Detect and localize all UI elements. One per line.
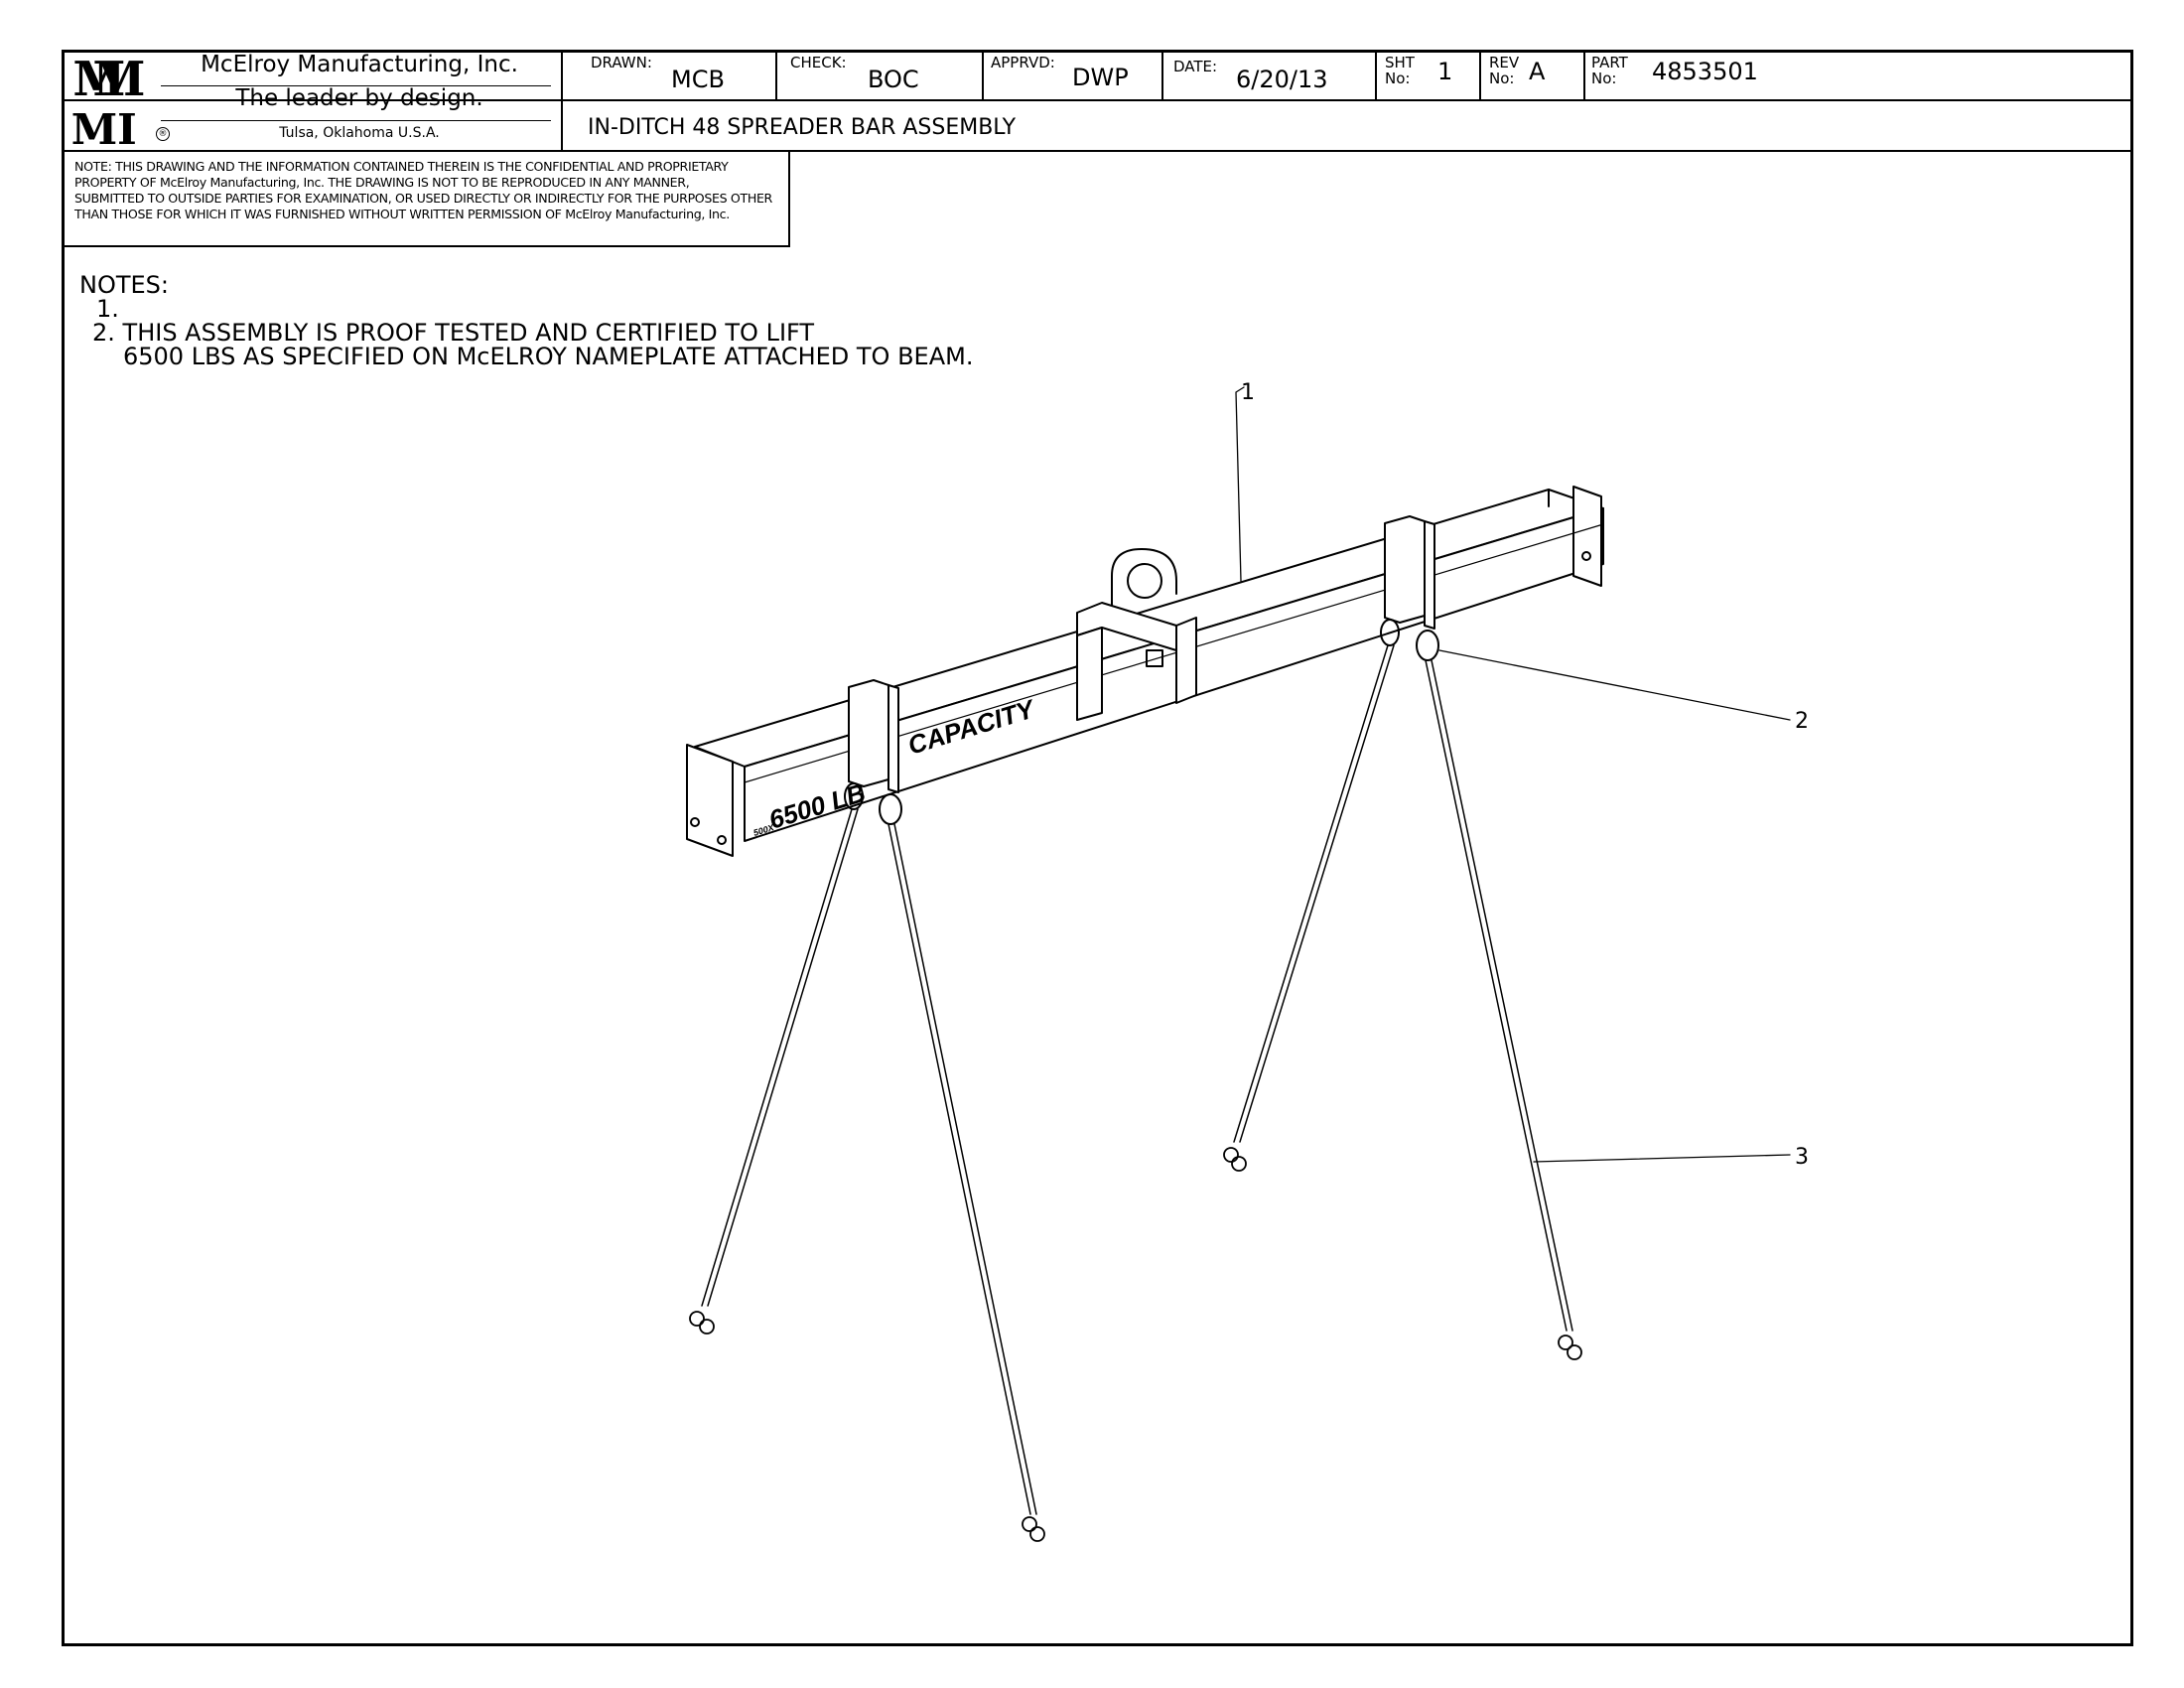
title-block-vline bbox=[982, 50, 984, 99]
drawing-frame bbox=[62, 50, 2133, 1646]
notes-section: NOTES: 1. 2. THIS ASSEMBLY IS PROOF TEST… bbox=[79, 273, 973, 368]
title-block-divider bbox=[62, 99, 2133, 101]
legal-note-box bbox=[62, 152, 790, 247]
part-value: 4853501 bbox=[1652, 58, 1758, 85]
legal-note-line: PROPERTY OF McElroy Manufacturing, Inc. … bbox=[74, 175, 690, 190]
note-item-1: 1. bbox=[96, 295, 119, 323]
part-label: PART bbox=[1591, 54, 1628, 71]
note-item-2-continued: 6500 LBS AS SPECIFIED ON McELROY NAMEPLA… bbox=[123, 343, 974, 370]
rev-value: A bbox=[1529, 58, 1546, 85]
title-block-vline bbox=[561, 50, 563, 150]
sheet-label: SHT bbox=[1385, 54, 1415, 71]
company-underline bbox=[161, 85, 551, 86]
notes-heading: NOTES: bbox=[79, 271, 169, 299]
drawn-label: DRAWN: bbox=[591, 54, 652, 71]
title-block-bottom bbox=[62, 150, 2133, 152]
approved-value: DWP bbox=[1072, 64, 1129, 91]
legal-note-line: NOTE: THIS DRAWING AND THE INFORMATION C… bbox=[74, 159, 729, 174]
company-location: Tulsa, Oklahoma U.S.A. bbox=[279, 125, 440, 141]
approved-label: APPRVD: bbox=[991, 54, 1055, 71]
title-block-vline bbox=[1161, 50, 1163, 99]
tagline-underline bbox=[161, 120, 551, 121]
company-tagline: The leader by design. bbox=[235, 85, 483, 111]
title-block-vline bbox=[1375, 50, 1377, 99]
registered-mark-icon: ® bbox=[156, 127, 170, 141]
rev-no-label: No: bbox=[1489, 70, 1515, 87]
part-no-label: No: bbox=[1591, 70, 1617, 87]
check-value: BOC bbox=[868, 66, 919, 93]
legal-note: NOTE: THIS DRAWING AND THE INFORMATION C… bbox=[74, 159, 784, 222]
date-label: DATE: bbox=[1173, 58, 1218, 75]
rev-label: REV bbox=[1489, 54, 1520, 71]
drawn-value: MCB bbox=[671, 66, 725, 93]
legal-note-line: SUBMITTED TO OUTSIDE PARTIES FOR EXAMINA… bbox=[74, 191, 772, 206]
title-block-vline bbox=[1479, 50, 1481, 99]
title-block-vline bbox=[1583, 50, 1585, 99]
note-item-2: 2. THIS ASSEMBLY IS PROOF TESTED AND CER… bbox=[92, 319, 815, 347]
legal-note-line: THAN THOSE FOR WHICH IT WAS FURNISHED WI… bbox=[74, 207, 730, 221]
title-block-vline bbox=[775, 50, 777, 99]
sheet-no-label: No: bbox=[1385, 70, 1411, 87]
company-name: McElroy Manufacturing, Inc. bbox=[201, 52, 518, 77]
date-value: 6/20/13 bbox=[1236, 66, 1328, 93]
drawing-title: IN-DITCH 48 SPREADER BAR ASSEMBLY bbox=[588, 115, 1017, 140]
sheet-value: 1 bbox=[1437, 58, 1453, 85]
check-label: CHECK: bbox=[790, 54, 847, 71]
